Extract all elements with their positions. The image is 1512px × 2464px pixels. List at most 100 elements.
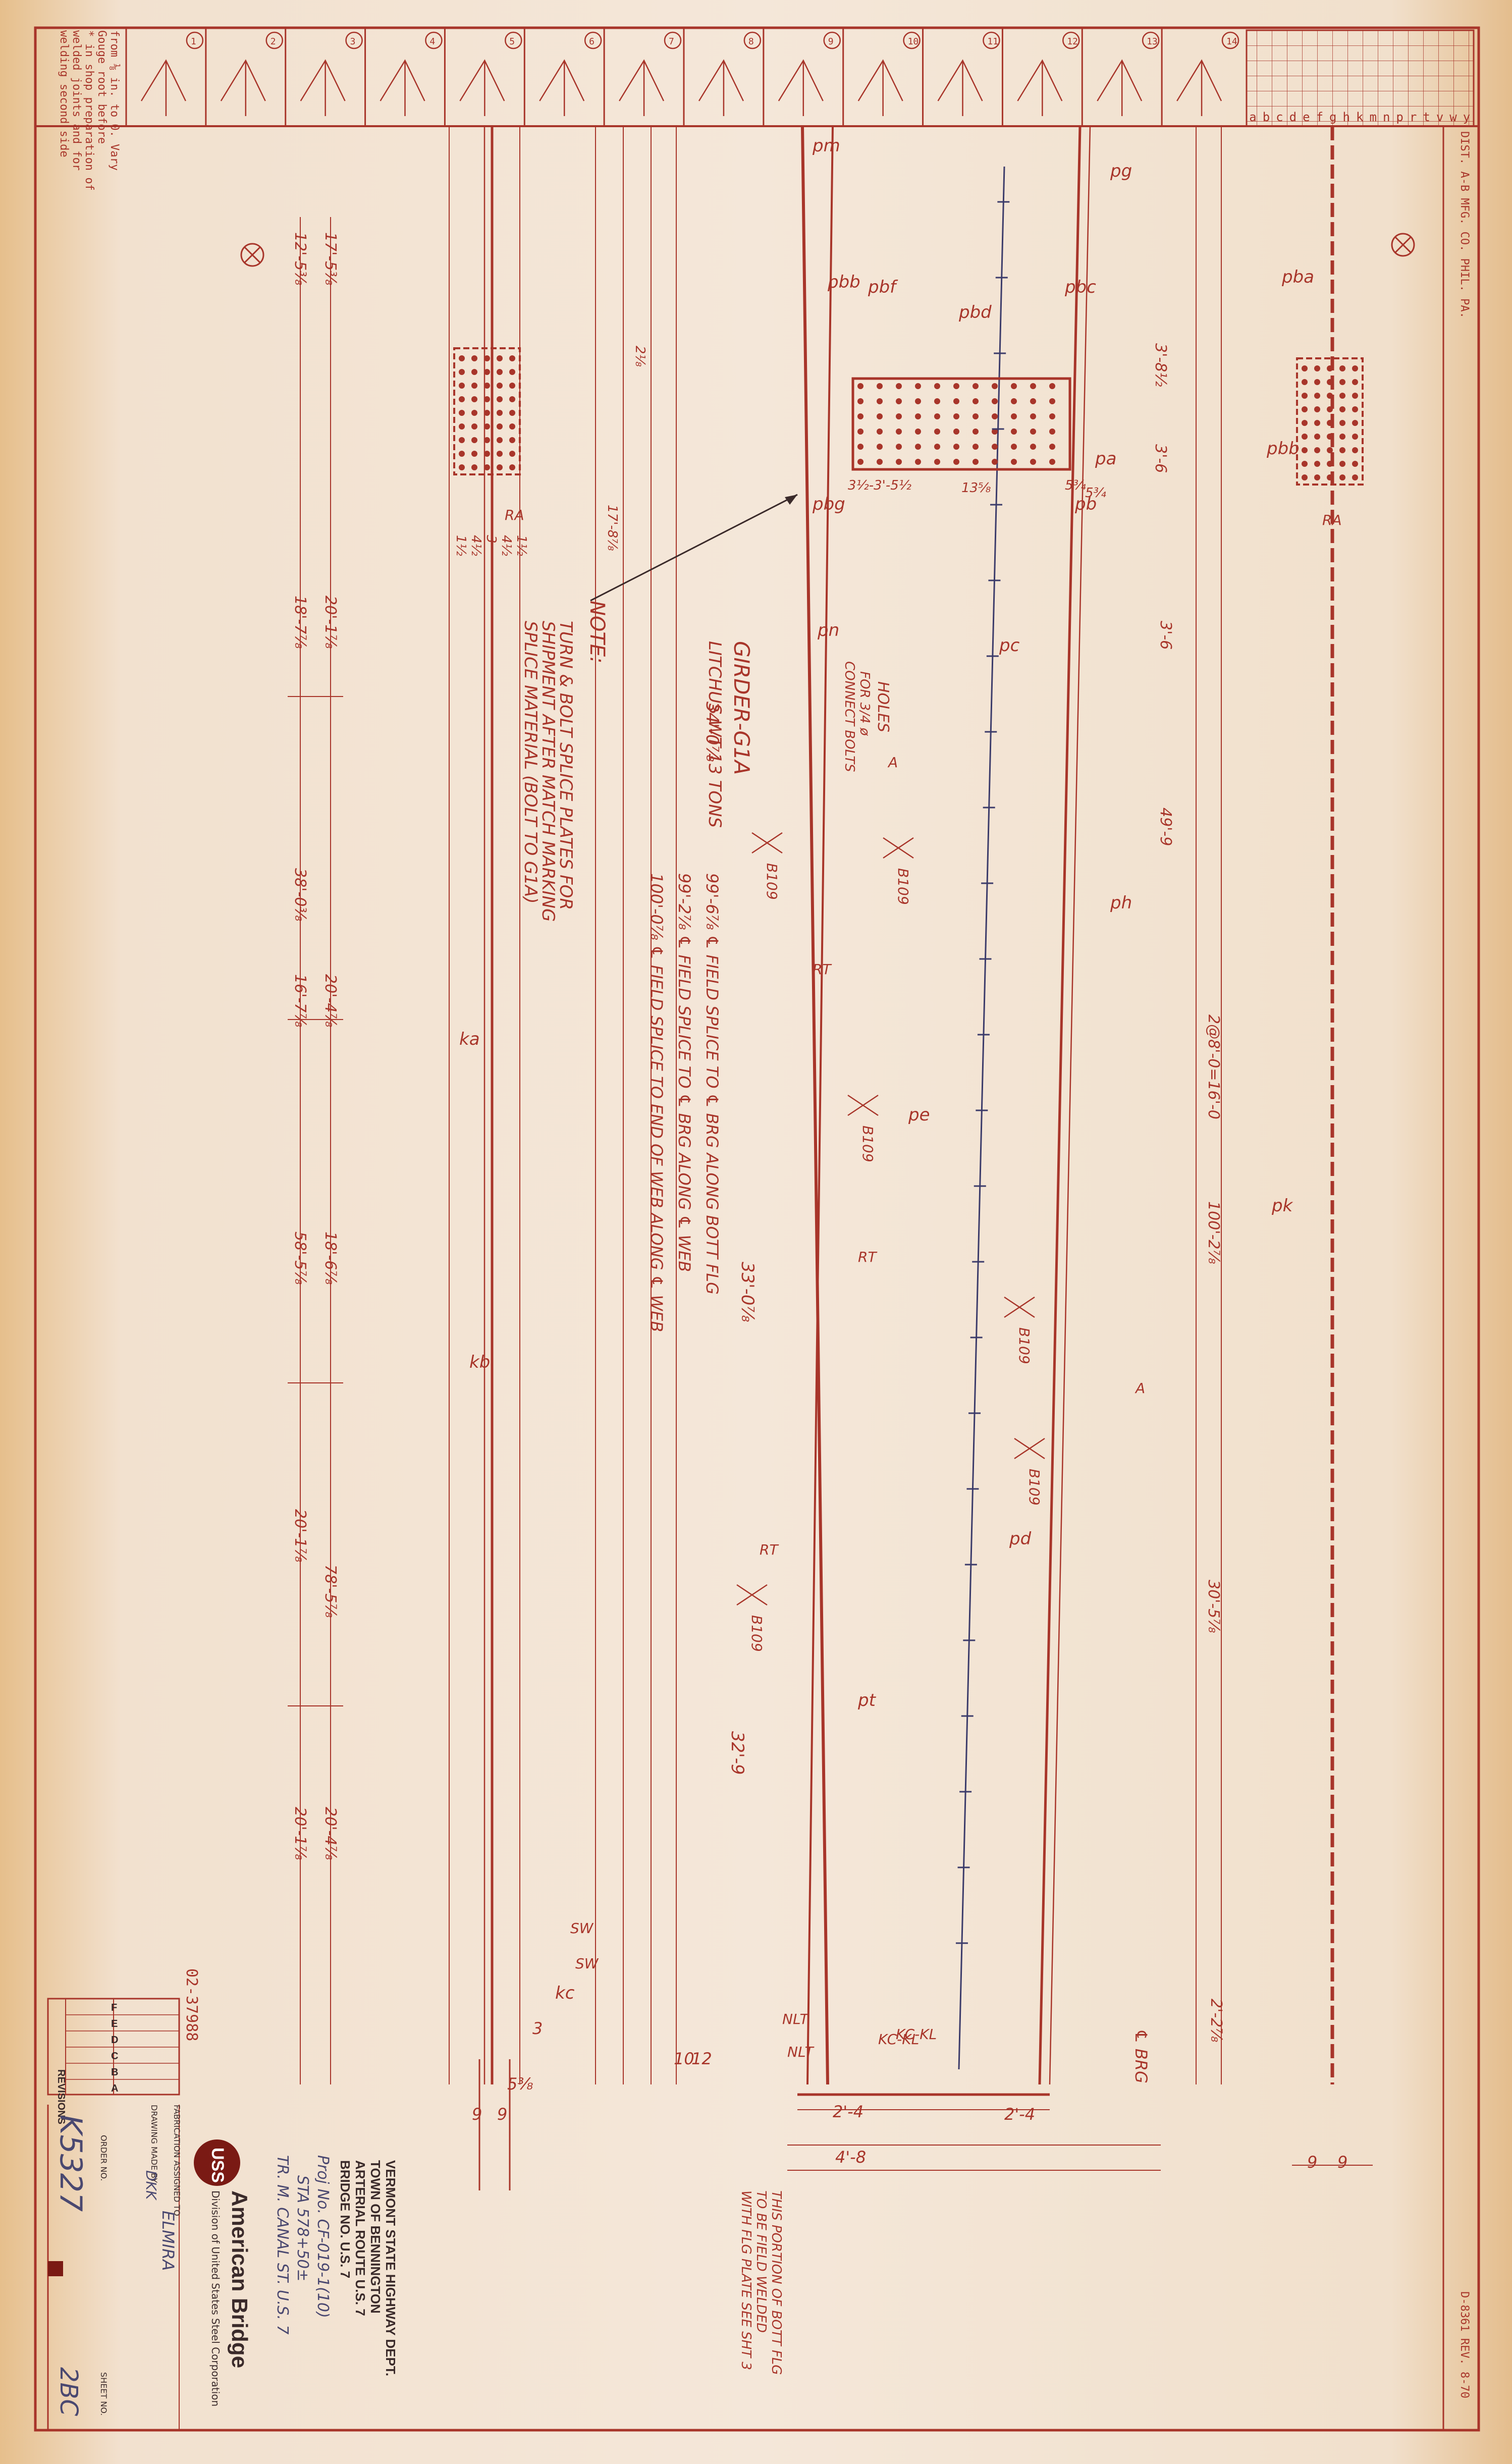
piece-mark-pg: pg <box>1110 161 1132 181</box>
dim-left-8: 18'-6⅞ <box>321 1231 339 1284</box>
bolt-dim-9: 5¾ <box>1065 478 1086 493</box>
made-by-value: DKK <box>143 2170 159 2201</box>
weld-mark-0: B109 <box>764 863 780 900</box>
bolt-right <box>1352 461 1358 467</box>
right-dimension-texts: 3'-8½3'-63'-649'-92@8'-0=16'-0100'-2⅞30'… <box>1152 343 1225 2042</box>
splice-plate-right <box>1296 357 1364 486</box>
bolt-right <box>1339 406 1345 412</box>
bolt-right <box>1302 393 1308 399</box>
bolt-center <box>857 459 863 465</box>
piece-mark-pbd: pbd <box>958 302 992 323</box>
bolt-center <box>877 398 883 404</box>
dim-right-6: 30'-5⅞ <box>1205 1580 1222 1633</box>
bolt-center <box>953 444 959 450</box>
weld-cell-number-circle <box>1142 31 1160 49</box>
weld-cell-number-circle <box>425 31 443 49</box>
weld-cell-number: 13 <box>1147 36 1158 47</box>
dim-right-2: 3'-6 <box>1157 621 1174 650</box>
bolt-right <box>1339 365 1345 371</box>
sheet-no: 2BC <box>55 2367 83 2416</box>
bolt-dim-5: 2⅛ <box>632 346 647 367</box>
bolt-left <box>497 437 503 443</box>
bolt-center <box>857 444 863 450</box>
bottom-note-2: TO BE FIELD WELDED <box>753 2190 769 2333</box>
bolt-right <box>1314 420 1320 426</box>
bolt-center <box>1011 413 1017 419</box>
edge-print-left: DIST. A-B MFG. CO. PHIL. PA. <box>1458 131 1471 318</box>
girder-sublabel: LITCHUS WT 13 TONS <box>705 641 725 828</box>
dim-bottom-7: 9 <box>472 2105 482 2124</box>
corner-note-line-3: welding second side <box>58 30 70 157</box>
bolt-center <box>992 413 998 419</box>
bolt-right <box>1352 379 1358 385</box>
bolt-right <box>1302 461 1308 467</box>
corner-note-line-4: Gouge root before <box>95 30 108 144</box>
bolt-right <box>1314 461 1320 467</box>
weld-mark-2: B109 <box>1016 1327 1033 1364</box>
weld-symbol-stroke <box>847 1094 879 1116</box>
splice-bolt-group-right <box>1296 357 1364 486</box>
bolt-right <box>1314 474 1320 480</box>
bolt-dim-0: 1½ <box>453 535 468 556</box>
weld-cell-number: 14 <box>1226 36 1237 47</box>
grid-letter-a: a <box>1249 110 1256 124</box>
bolt-center <box>1030 459 1036 465</box>
bolt-right <box>1352 406 1358 412</box>
bolt-right <box>1339 379 1345 385</box>
bolt-left <box>459 464 465 470</box>
bottom-end-detail <box>478 2059 1373 2190</box>
sheet-border <box>34 26 1480 2432</box>
bolt-center <box>1049 428 1055 435</box>
center-mark-right <box>1391 233 1415 257</box>
splice-bolt-group-center <box>851 377 1071 471</box>
note-line-3: SPLICE MATERIAL (BOLT TO G1A) <box>520 621 541 904</box>
grid-box <box>1246 29 1475 127</box>
bolt-center <box>953 398 959 404</box>
bolt-center <box>1030 444 1036 450</box>
bolt-center <box>1049 459 1055 465</box>
bolt-left <box>509 369 515 375</box>
bolt-center <box>1049 413 1055 419</box>
dim-right-4: 2@8'-0=16'-0 <box>1205 1014 1222 1119</box>
bolt-center <box>915 428 921 435</box>
dim-right-0: 3'-8½ <box>1152 343 1169 387</box>
bolt-center <box>915 444 921 450</box>
piece-mark-pbg: pbg <box>812 494 845 514</box>
bolt-right <box>1352 420 1358 426</box>
bolt-dim-8: 3½-3'-5½ <box>848 478 911 493</box>
piece-mark-ka: ka <box>459 1029 480 1049</box>
bolt-right <box>1314 379 1320 385</box>
bolt-left <box>459 369 465 375</box>
dim-bottom-3: 9 <box>1307 2153 1317 2172</box>
piece-mark-pm: pm <box>812 136 840 156</box>
weld-joint-sketch <box>539 59 585 116</box>
dim-left-0: 12'-5⅜ <box>291 232 309 285</box>
dim-bottom-4: 9 <box>1337 2153 1347 2172</box>
dim-left-10: 78'-5⅞ <box>321 1565 339 1618</box>
grid-letter-f: f <box>1316 110 1323 124</box>
bolt-left <box>459 396 465 402</box>
bottom-flange-line <box>801 126 829 2085</box>
dim-left-3: 20'-1⅞ <box>321 596 339 649</box>
client-name: VERMONT STATE HIGHWAY DEPT. <box>383 2160 398 2376</box>
weld-cell-number: 11 <box>987 36 998 47</box>
bolt-left <box>484 410 490 416</box>
bolt-right <box>1327 474 1333 480</box>
bolt-left <box>484 423 490 430</box>
splice-note-1: 99'-6⅞ ℄ FIELD SPLICE TO ℄ BRG ALONG BOT… <box>703 873 722 1295</box>
grid-letter-y: y <box>1463 110 1470 124</box>
bolt-left <box>471 410 477 416</box>
mark-6: A <box>1135 1380 1145 1397</box>
web-line-left <box>806 126 834 2085</box>
piece-mark-pa: pa <box>1095 449 1116 469</box>
bolt-left <box>484 437 490 443</box>
bolt-right <box>1327 434 1333 440</box>
town-name: TOWN OF BENNINGTON <box>368 2160 383 2314</box>
bolt-left <box>484 464 490 470</box>
weld-cell-number: 5 <box>509 36 515 47</box>
bolt-left <box>509 396 515 402</box>
dim-bottom-2: 4'-8 <box>835 2148 866 2167</box>
piece-mark-pbf: pbf <box>868 277 898 297</box>
bolt-center <box>877 459 883 465</box>
